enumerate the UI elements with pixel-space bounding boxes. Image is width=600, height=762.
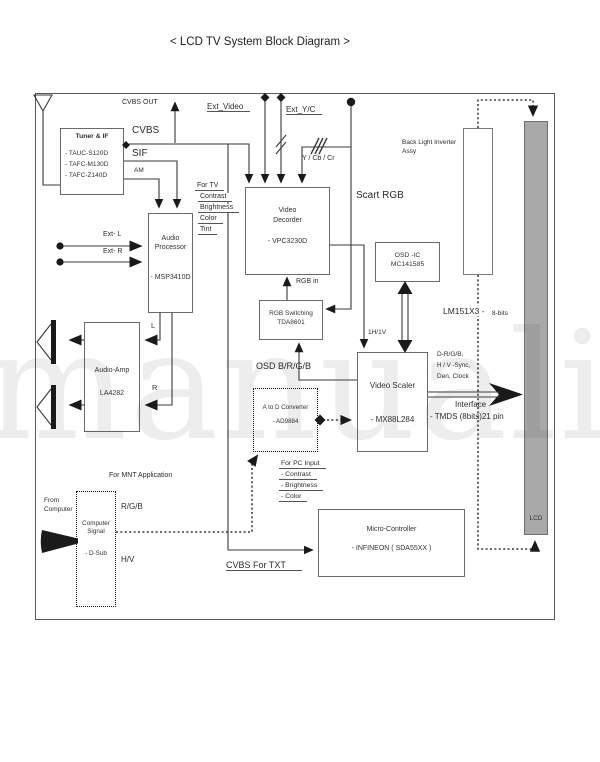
scart-rgb-label: Scart RGB xyxy=(356,190,404,201)
micro-controller-block: Micro-Controller - INFINEON ( SDA55XX ) xyxy=(318,509,465,577)
audio-amp-block: Audio-Amp LA4282 xyxy=(84,322,140,432)
block-title: Video Scaler xyxy=(369,381,416,390)
part-number: - INFINEON ( SDA55XX ) xyxy=(351,545,432,552)
h1v1-label: 1H/1V xyxy=(368,329,387,336)
osd-brgb-label: OSD B/R/G/B xyxy=(256,361,312,371)
cvbs-out-label: CVBS OUT xyxy=(122,99,158,106)
block-title: RGB Switching xyxy=(269,310,313,317)
for-tv-item: Contrast xyxy=(198,193,233,202)
block-title: OSD -IC xyxy=(394,252,421,259)
cvbs-txt-label: CVBS For TXT xyxy=(226,560,302,571)
rgb-in-label: RGB in xyxy=(296,278,319,285)
part-number: - TAFC-M130D xyxy=(65,161,109,168)
rgb-switching-block: RGB Switching TDA8601 xyxy=(259,300,323,340)
osd-ic-block: OSD -IC MC141585 xyxy=(375,242,440,282)
for-pc-item: - Color xyxy=(279,493,308,502)
part-number: - TAFC-Z140D xyxy=(65,172,108,179)
part-number: LA4282 xyxy=(99,390,125,397)
cvbs-label: CVBS xyxy=(132,125,160,136)
tmds-label: - TMDS (8bits)21 pin xyxy=(430,412,504,421)
ext-video-label: Ext_Video xyxy=(207,102,251,112)
block-title: Computer Signal xyxy=(82,520,110,535)
part-number: - TAUC-S120D xyxy=(65,150,109,157)
for-pc-item: - Brightness xyxy=(279,482,324,491)
block-title: Video Decorder xyxy=(273,207,302,224)
block-title: Audio-Amp xyxy=(94,367,130,374)
for-tv-item: Brightness xyxy=(198,204,240,213)
block-title: Audio Processor xyxy=(154,235,187,251)
for-tv-title: For TV xyxy=(195,182,225,191)
for-pc-title: For PC Input xyxy=(279,460,326,469)
hv-signal-label: H/V xyxy=(121,555,135,564)
lcd-panel-bar: LCD xyxy=(524,121,548,535)
for-pc-adjustments: For PC Input - Contrast - Brightness - C… xyxy=(279,460,326,504)
audio-processor-block: Audio Processor - MSP3410D xyxy=(148,213,193,313)
ext-r-label: Ext- R xyxy=(103,248,123,255)
video-scaler-block: Video Scaler - MX88L284 xyxy=(357,352,428,452)
lcd-label: LCD xyxy=(529,515,543,522)
r-label: R xyxy=(152,383,158,392)
am-label: AM xyxy=(134,167,144,174)
sync-label: H / V -Sync, xyxy=(437,362,471,369)
l-label: L xyxy=(151,321,156,330)
adc-block: A to D Converter - AD9884 xyxy=(253,388,318,452)
tuner-if-block: Tuner & IF - TAUC-S120D - TAFC-M130D - T… xyxy=(60,128,124,195)
backlight-inverter-block xyxy=(463,128,493,275)
rgb-signal-label: R/G/B xyxy=(121,502,143,511)
sync-label: Den, Clock xyxy=(437,373,469,380)
block-title: Micro-Controller xyxy=(366,526,417,533)
from-computer-label: From Computer xyxy=(44,497,73,513)
for-tv-adjustments: For TV Contrast Brightness Color Tint xyxy=(195,182,240,237)
panel-model-label: LM151X3 - xyxy=(441,306,487,316)
part-number: - AD9884 xyxy=(272,418,299,425)
part-number: - MSP3410D xyxy=(150,274,191,281)
backlight-label: Back Light Inverter Assy xyxy=(402,139,457,155)
block-title: A to D Converter xyxy=(262,404,309,411)
part-number: - MX88L284 xyxy=(370,415,415,424)
for-pc-item: - Contrast xyxy=(279,471,317,480)
video-decoder-block: Video Decorder - VPC3230D xyxy=(245,187,330,275)
part-number: MC141585 xyxy=(390,261,425,268)
part-number: - VPC3230D xyxy=(267,238,308,245)
part-number: - D-Sub xyxy=(85,550,107,557)
part-number: TDA8601 xyxy=(277,319,305,326)
for-tv-item: Color xyxy=(198,215,223,224)
panel-bits-label: 8-bits xyxy=(492,310,508,317)
page-title: < LCD TV System Block Diagram > xyxy=(170,36,351,48)
ext-yc-label: Ext_Y/C xyxy=(286,105,323,115)
for-tv-item: Tint xyxy=(198,226,218,235)
computer-signal-block: Computer Signal - D-Sub xyxy=(76,491,116,607)
for-mnt-label: For MNT Application xyxy=(109,472,173,479)
ycbcr-label: Y / Cb / Cr xyxy=(302,155,335,162)
sif-label: SIF xyxy=(132,148,148,159)
interface-label: Interface xyxy=(455,400,487,409)
block-title: Tuner & IF xyxy=(75,133,109,140)
sync-label: D-R/G/B, xyxy=(437,351,464,358)
ext-l-label: Ext- L xyxy=(103,231,122,238)
